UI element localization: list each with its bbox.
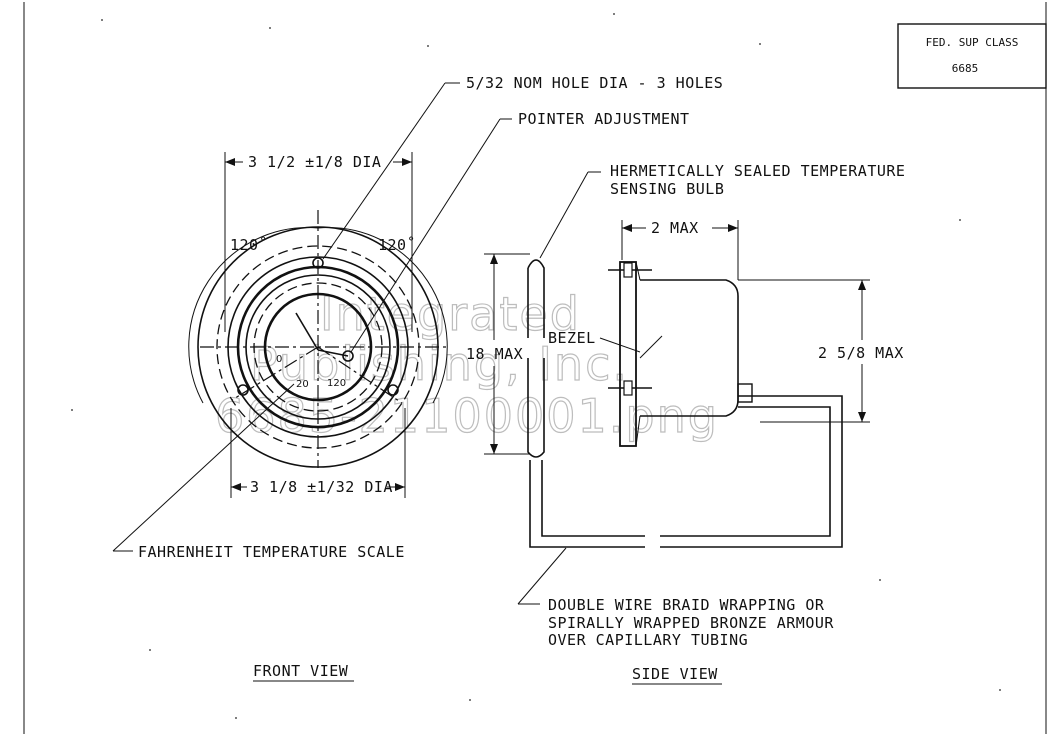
tubing-callout-line-3: OVER CAPILLARY TUBING	[548, 631, 748, 649]
tubing-loop-left-outer	[529, 460, 645, 548]
scale-mark-0: 0	[276, 354, 282, 365]
height-dimension: 2 5/8 MAX	[818, 344, 904, 362]
angle-label-right: 120˚	[378, 236, 416, 254]
scan-noise	[71, 13, 1001, 719]
scale-mark-120: 120	[327, 378, 346, 389]
front-view: 0 20 120 120˚ 120˚ 3 1/2 ±1/8 DIA 3 1/8 …	[112, 74, 723, 682]
mounting-flange	[619, 261, 637, 447]
length-dimension: 18 MAX	[466, 345, 523, 363]
bulb-callout-line-1: HERMETICALLY SEALED TEMPERATURE	[610, 162, 905, 180]
bulb-callout-line-2: SENSING BULB	[610, 180, 724, 198]
outer-diameter-dimension: 3 1/2 ±1/8 DIA	[248, 153, 381, 171]
case-fitting	[737, 383, 753, 403]
fed-sup-class-number: 6685	[952, 62, 979, 75]
outer-dim-arrow-left	[225, 158, 235, 166]
pointer-adjustment-screw	[342, 350, 354, 362]
tubing-loop-left-inner	[541, 460, 645, 537]
bezel-leader-line	[599, 337, 641, 353]
inner-diameter-dimension: 3 1/8 ±1/32 DIA	[250, 478, 393, 496]
radial-centerline	[317, 346, 403, 404]
bezel-label: BEZEL	[548, 329, 596, 347]
side-view-caption: SIDE VIEW	[632, 665, 718, 683]
inner-dim-arrow-left	[231, 483, 241, 491]
lower-nut	[623, 380, 633, 396]
depth-dimension: 2 MAX	[651, 219, 699, 237]
gauge-case	[640, 279, 739, 417]
inner-dim-arrow-right	[395, 483, 405, 491]
length-dim-arrow-top	[490, 254, 498, 264]
watermark: Integrated Publishing, Inc. 6685-2110000…	[214, 286, 717, 443]
fahrenheit-scale-callout: FAHRENHEIT TEMPERATURE SCALE	[138, 543, 405, 561]
hole-leader-line	[322, 82, 446, 260]
title-block-frame	[897, 23, 1047, 89]
angle-arc-left	[188, 227, 319, 404]
tubing-leader-line	[517, 547, 567, 605]
mounting-hole-top	[312, 257, 324, 269]
bulb-leader-line	[539, 171, 589, 259]
bulb-upper	[527, 259, 545, 338]
scale-mark-20: 20	[296, 379, 309, 390]
pointer-leader-line	[350, 118, 501, 353]
radial-centerline-left	[231, 346, 319, 401]
height-dim-arrow-top	[858, 280, 866, 290]
hole-callout: 5/32 NOM HOLE DIA - 3 HOLES	[466, 74, 723, 92]
bulb-lower	[527, 358, 545, 458]
tubing-callout-line-2: SPIRALLY WRAPPED BRONZE ARMOUR	[548, 614, 834, 632]
tubing-callout-line-1: DOUBLE WIRE BRAID WRAPPING OR	[548, 596, 825, 614]
mounting-hole-left	[237, 384, 249, 396]
depth-dim-arrow-left	[622, 224, 632, 232]
depth-dim-arrow-right	[728, 224, 738, 232]
bezel-leader-line-2	[639, 335, 663, 359]
title-block: FED. SUP CLASS 6685	[897, 23, 1047, 89]
tubing-loop-right-outer	[660, 395, 843, 548]
angle-arc-right	[317, 227, 448, 404]
scale-leader-line	[112, 383, 295, 552]
side-view: 2 MAX 18 MAX 2 5/8 MAX BEZEL HERMETICALL…	[466, 162, 905, 685]
mounting-hole-right	[387, 384, 399, 396]
dial-pointer	[295, 312, 319, 351]
tubing-loop-right-inner	[660, 406, 831, 537]
watermark-line-1: Integrated	[320, 287, 581, 341]
front-view-caption: FRONT VIEW	[253, 662, 349, 680]
upper-nut	[623, 262, 633, 278]
length-dim-arrow-bottom	[490, 444, 498, 454]
flange-edge-top	[635, 261, 641, 281]
fed-sup-class-label: FED. SUP CLASS	[926, 36, 1019, 49]
angle-label-left: 120˚	[230, 236, 268, 254]
outer-dim-arrow-right	[402, 158, 412, 166]
height-dim-arrow-bottom	[858, 412, 866, 422]
flange-edge-bottom	[635, 415, 641, 447]
pointer-adjustment-callout: POINTER ADJUSTMENT	[518, 110, 690, 128]
